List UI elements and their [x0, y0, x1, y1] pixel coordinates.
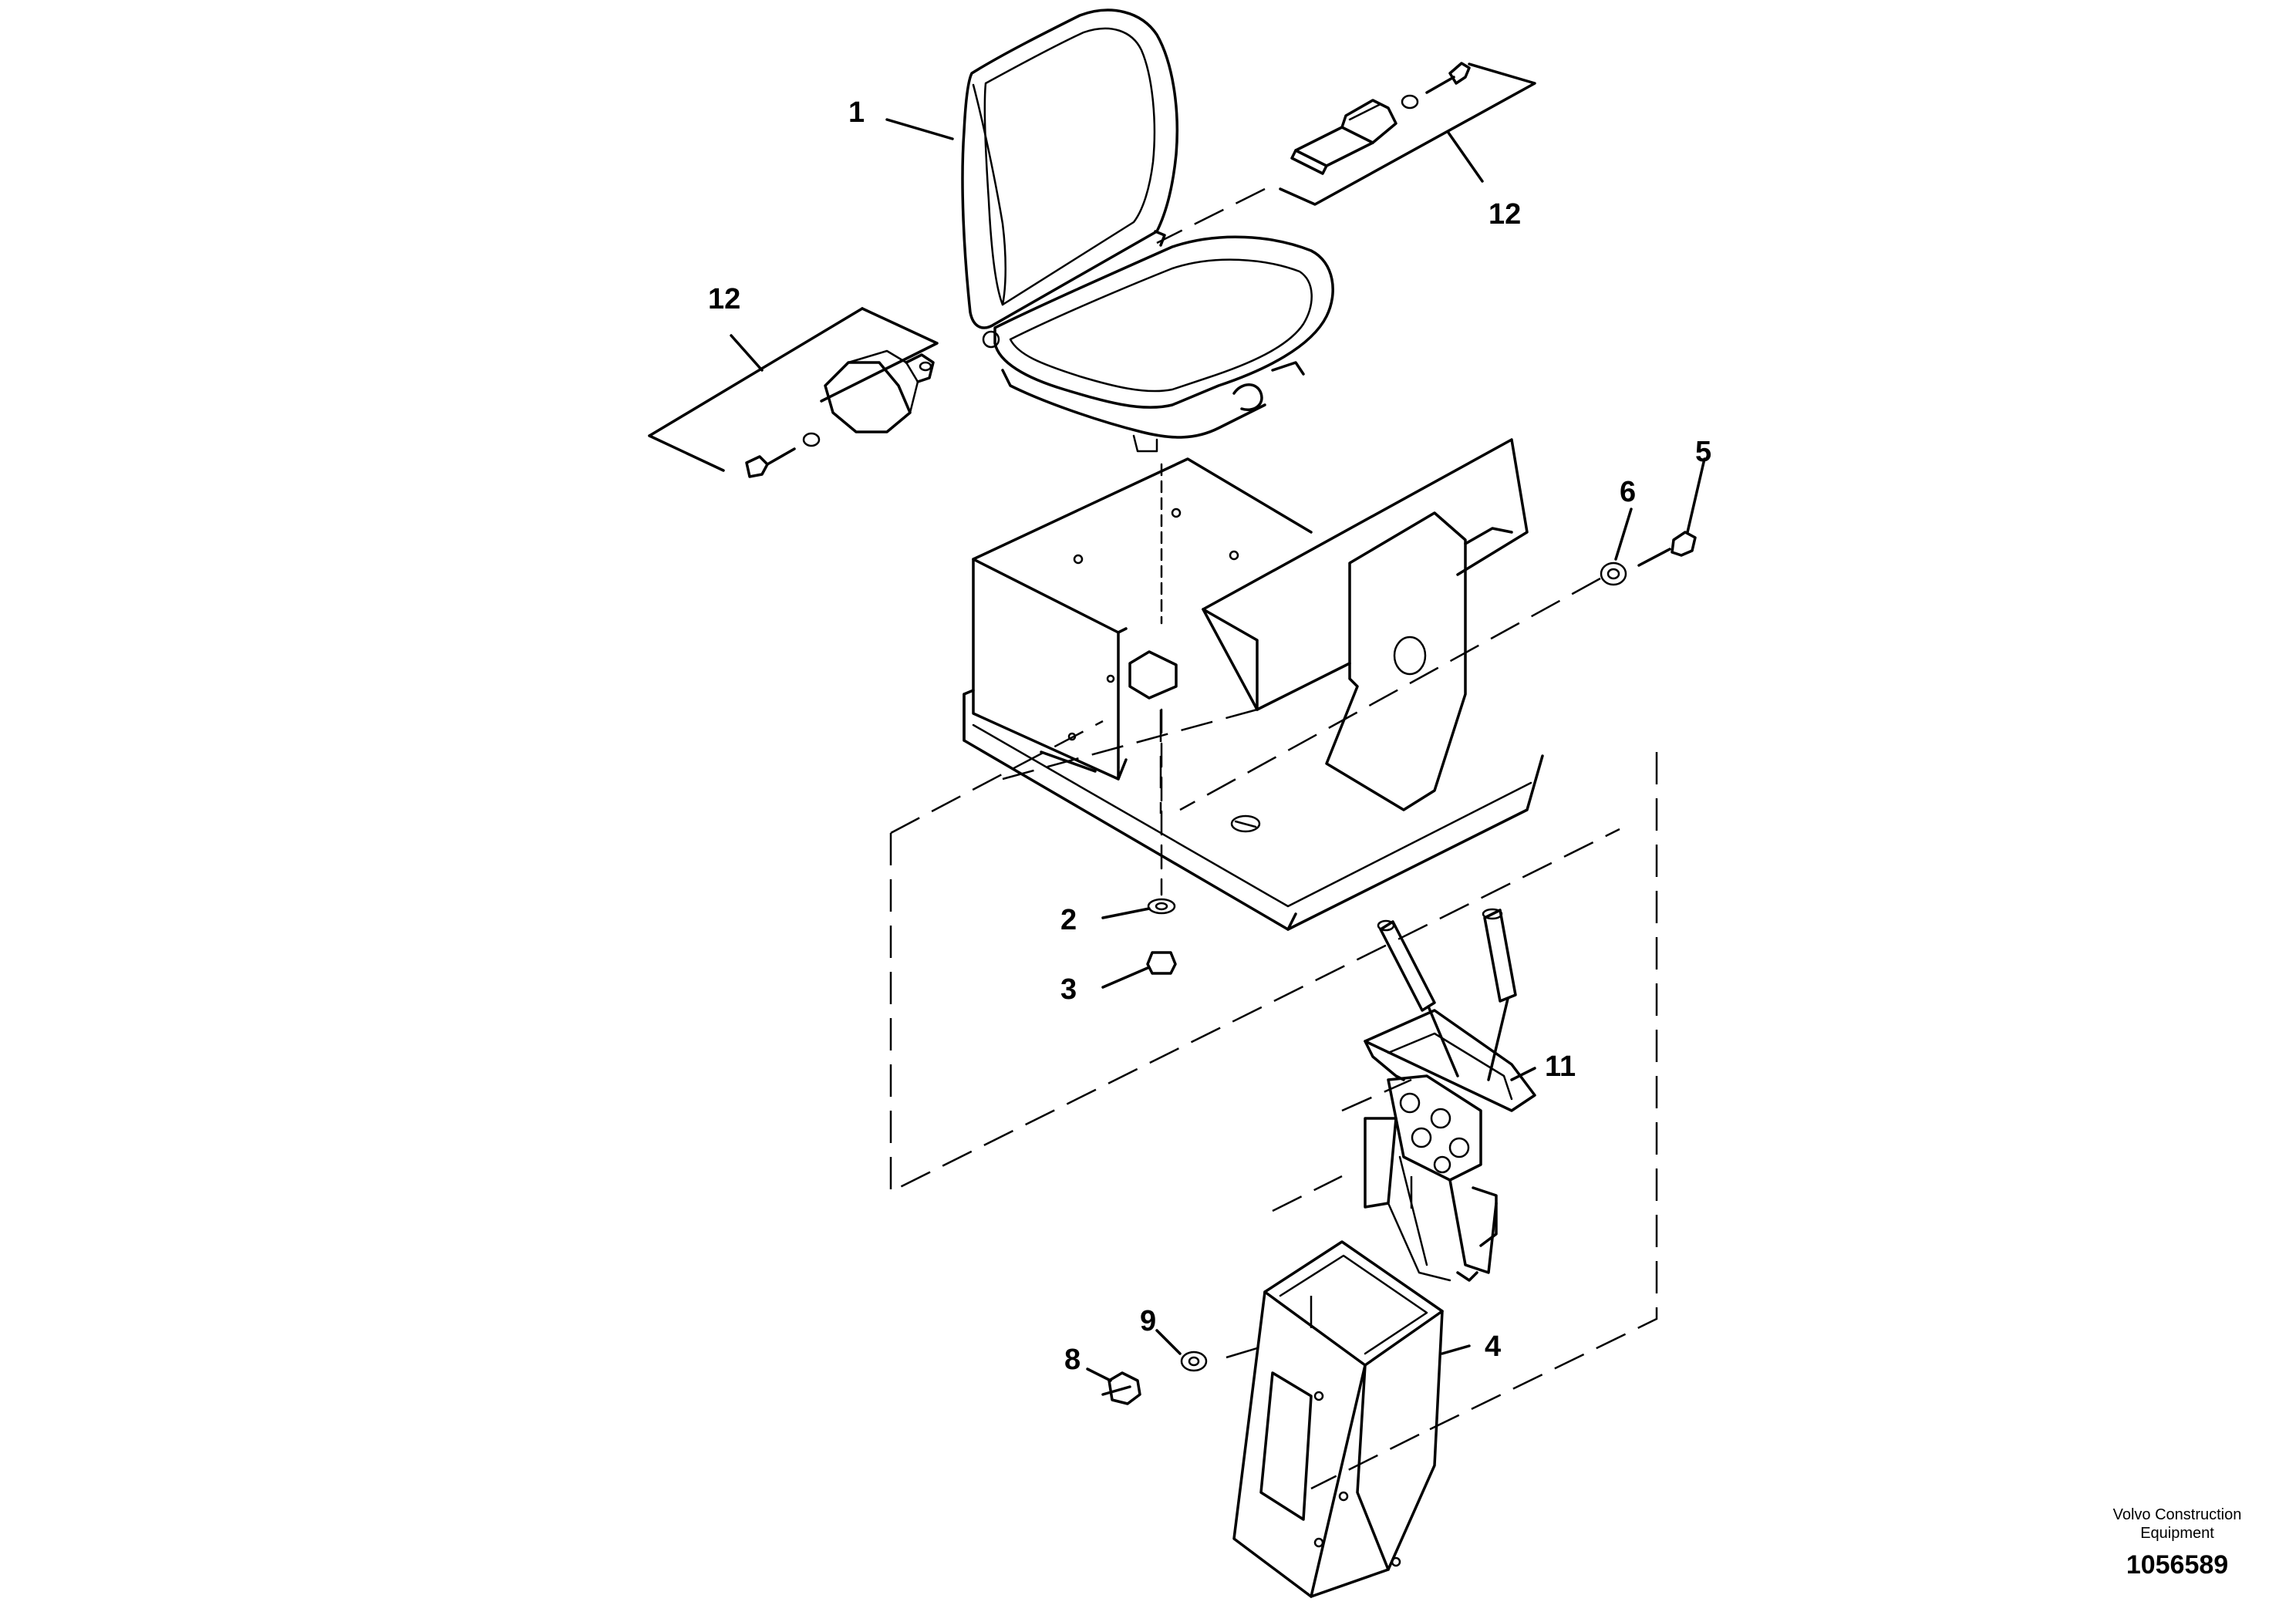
callout-3: 3	[1060, 973, 1077, 1006]
control-lever-assembly	[1364, 908, 1536, 1282]
seat-belt-buckle-left	[745, 349, 935, 478]
callout-brackets	[648, 62, 1536, 472]
seat-belt-buckle-right	[1290, 62, 1471, 175]
leader-lines	[730, 118, 1706, 1382]
brand-line-1: Volvo Construction	[2113, 1506, 2242, 1523]
callout-11: 11	[1545, 1050, 1576, 1083]
callout-labels: 1 12 12 5 6 2 3 11 9 8 4	[708, 96, 1711, 1376]
callout-1: 1	[848, 96, 865, 129]
seat-assembly	[961, 8, 1334, 453]
cover-box	[1232, 1240, 1444, 1598]
assembly-guide-lines	[889, 187, 1658, 1490]
callout-8: 8	[1064, 1344, 1081, 1376]
callout-5: 5	[1695, 436, 1711, 468]
bolt-and-washer-5-6	[1600, 531, 1697, 586]
drawing-number: 1056589	[2126, 1550, 2228, 1580]
console-frame	[963, 438, 1544, 931]
footer-brand: Volvo Construction Equipment 1056589	[2113, 1506, 2242, 1580]
callout-9: 9	[1140, 1305, 1156, 1337]
callout-12-right: 12	[1489, 198, 1521, 231]
brand-line-2: Equipment	[2140, 1525, 2214, 1542]
seat-base-box	[972, 457, 1313, 781]
callout-2: 2	[1060, 904, 1077, 936]
callout-12-left: 12	[708, 283, 740, 315]
washer-and-nut	[1146, 463, 1177, 975]
callout-4: 4	[1485, 1330, 1501, 1363]
callout-6: 6	[1620, 476, 1636, 508]
bolt-and-washer-8-9	[1101, 1351, 1208, 1405]
